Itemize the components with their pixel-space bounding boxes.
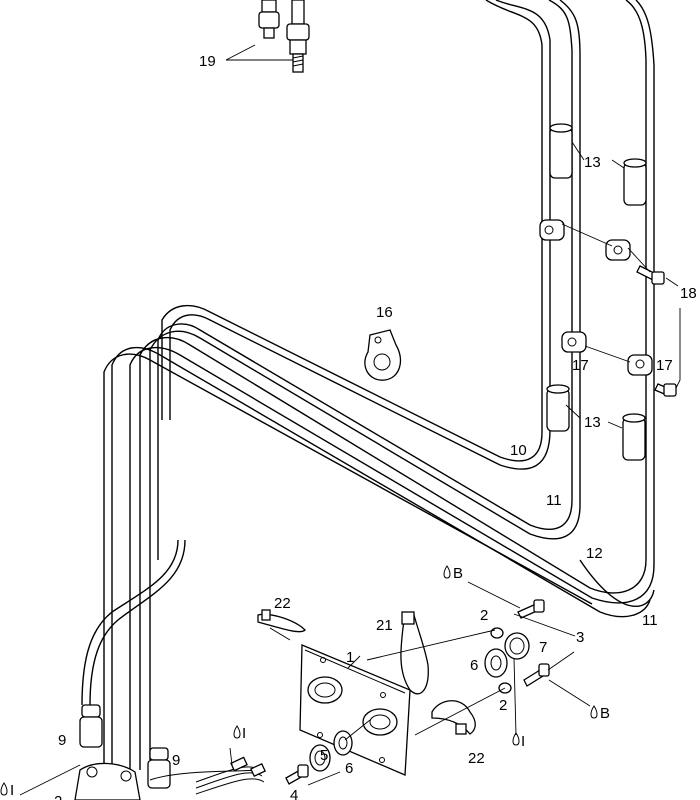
callout-13: 13 [584,414,601,431]
grommet-5 [309,744,331,772]
tube-12 [139,336,647,770]
callout-11: 11 [642,612,658,629]
lube-symbols [0,565,598,796]
callouts: 19 13 18 16 17 17 13 10 11 12 11 22 21 1… [54,53,697,800]
lube-labels: B B I I I [10,565,610,799]
wire-harness [195,756,266,795]
bolt-18 [636,265,677,397]
strap-21 [400,611,429,695]
lube-b-label: B [600,705,610,722]
feed-tube [81,539,186,706]
screw-4 [285,764,309,785]
callout-22: 22 [468,750,485,767]
seal-ring-7 [504,632,530,660]
mounting-plate-1 [299,644,411,776]
callout-7: 7 [539,639,547,656]
tube-11 [157,323,573,560]
callout-9: 9 [58,732,66,749]
callout-2: 2 [499,697,507,714]
clamp-16 [364,329,402,381]
lube-b-label: B [453,565,463,582]
spark-plug-19 [258,0,310,73]
callout-2: 2 [480,607,488,624]
callout-13: 13 [584,154,601,171]
callout-11: 11 [546,492,562,509]
callout-4: 4 [290,787,298,800]
callout-22: 22 [274,595,291,612]
tube-bundle [103,304,655,782]
callout-10: 10 [510,442,527,459]
leader-lines [19,44,681,796]
callout-17: 17 [572,357,589,374]
valve-body [74,762,261,800]
grommet-6 [333,648,508,756]
callout-12: 12 [586,545,603,562]
fitting-9 [79,704,171,789]
tube-10 [169,314,551,470]
callout-18: 18 [680,285,697,302]
sleeve-13 [546,123,647,461]
screw-3 [517,599,550,687]
callout-17: 17 [656,357,673,374]
callout-1: 1 [346,649,354,666]
callout-6: 6 [345,760,353,777]
edge-callout: 2 [54,793,62,800]
callout-19: 19 [199,53,216,70]
lube-i-label: I [521,733,525,750]
callout-5: 5 [320,747,328,764]
callout-21: 21 [376,617,393,634]
callout-3: 3 [576,629,584,646]
lube-i-label: I [10,782,14,799]
lube-i-label: I [242,725,246,742]
clamp-17 [539,219,653,376]
callout-6: 6 [470,657,478,674]
callout-9: 9 [172,752,180,769]
callout-16: 16 [376,304,393,321]
upper-tube-bundle [485,0,655,565]
